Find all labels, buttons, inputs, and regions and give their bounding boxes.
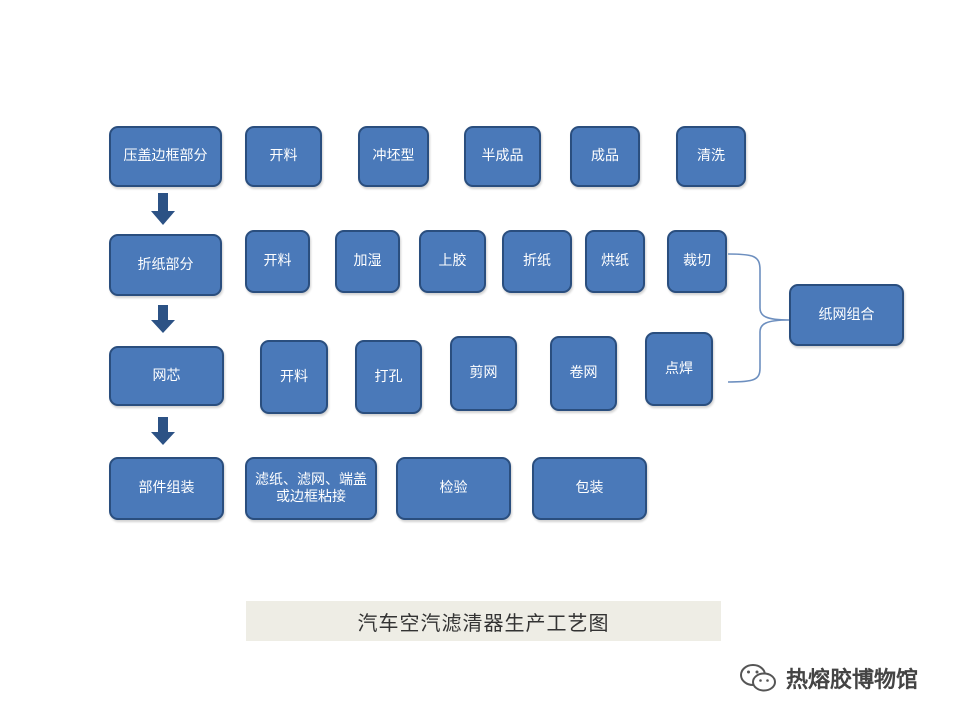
row-2-step-3: 上胶 bbox=[419, 230, 486, 293]
row-4-step-1-label: 滤纸、滤网、端盖或边框粘接 bbox=[255, 471, 367, 505]
row-2-step-3-label: 上胶 bbox=[438, 253, 467, 269]
row-2-step-1: 开料 bbox=[245, 230, 310, 293]
row-3-step-5: 点焊 bbox=[645, 332, 713, 406]
row-1-label: 压盖边框部分 bbox=[123, 148, 208, 164]
row-3-step-4-label: 卷网 bbox=[569, 365, 598, 381]
diagram-title-text: 汽车空汽滤清器生产工艺图 bbox=[357, 610, 610, 635]
row-2-step-6-label: 裁切 bbox=[683, 253, 711, 269]
row-2-label: 折纸部分 bbox=[137, 256, 194, 273]
row-3-step-3: 剪网 bbox=[450, 336, 517, 411]
diagram-title: 汽车空汽滤清器生产工艺图 bbox=[246, 601, 721, 641]
row-3-step-1: 开料 bbox=[260, 340, 328, 414]
row-2-step-1-label: 开料 bbox=[263, 253, 292, 269]
row-4-step-3-label: 包装 bbox=[575, 480, 604, 496]
row-2-step-2: 加湿 bbox=[335, 230, 400, 293]
down-arrow-1 bbox=[151, 193, 175, 225]
row-1-step-4: 成品 bbox=[570, 126, 640, 187]
row-4-label-box: 部件组装 bbox=[109, 457, 224, 520]
watermark: 热熔胶博物馆 bbox=[738, 658, 918, 698]
row-1-step-5-label: 清洗 bbox=[697, 148, 725, 164]
row-3-step-3-label: 剪网 bbox=[469, 365, 498, 381]
row-1-step-2-label: 冲坯型 bbox=[372, 148, 415, 164]
row-1-label-box: 压盖边框部分 bbox=[109, 126, 222, 187]
row-1-step-3-label: 半成品 bbox=[481, 148, 524, 164]
row-2-step-6: 裁切 bbox=[667, 230, 727, 293]
merge-bracket bbox=[727, 253, 790, 383]
row-3-label: 网芯 bbox=[152, 367, 181, 384]
row-2-step-2-label: 加湿 bbox=[353, 253, 382, 269]
row-4-step-1: 滤纸、滤网、端盖或边框粘接 bbox=[245, 457, 377, 520]
row-2-step-5-label: 烘纸 bbox=[601, 253, 629, 269]
row-3-label-box: 网芯 bbox=[109, 346, 224, 406]
row-1-step-1: 开料 bbox=[245, 126, 322, 187]
down-arrow-2 bbox=[151, 305, 175, 333]
row-4-step-3: 包装 bbox=[532, 457, 647, 520]
row-1-step-1-label: 开料 bbox=[269, 148, 298, 164]
row-3-step-4: 卷网 bbox=[550, 336, 617, 411]
row-2-step-5: 烘纸 bbox=[585, 230, 645, 293]
row-1-step-5: 清洗 bbox=[676, 126, 746, 187]
row-3-step-2: 打孔 bbox=[355, 340, 422, 414]
row-3-step-1-label: 开料 bbox=[280, 368, 308, 385]
row-2-label-box: 折纸部分 bbox=[109, 234, 222, 296]
row-1-step-4-label: 成品 bbox=[591, 148, 619, 164]
down-arrow-3 bbox=[151, 417, 175, 445]
row-2-step-4-label: 折纸 bbox=[523, 253, 551, 269]
row-1-step-3: 半成品 bbox=[464, 126, 541, 187]
row-4-step-2: 检验 bbox=[396, 457, 511, 520]
combine-node-label: 纸网组合 bbox=[818, 306, 875, 323]
combine-node: 纸网组合 bbox=[789, 284, 904, 346]
row-3-step-2-label: 打孔 bbox=[374, 368, 403, 385]
row-3-step-5-label: 点焊 bbox=[665, 360, 693, 377]
row-2-step-4: 折纸 bbox=[502, 230, 572, 293]
row-4-step-2-label: 检验 bbox=[439, 480, 468, 496]
watermark-text: 热熔胶博物馆 bbox=[786, 668, 919, 693]
row-4-label: 部件组装 bbox=[138, 480, 195, 496]
row-1-step-2: 冲坯型 bbox=[358, 126, 429, 187]
wechat-icon bbox=[740, 664, 776, 692]
